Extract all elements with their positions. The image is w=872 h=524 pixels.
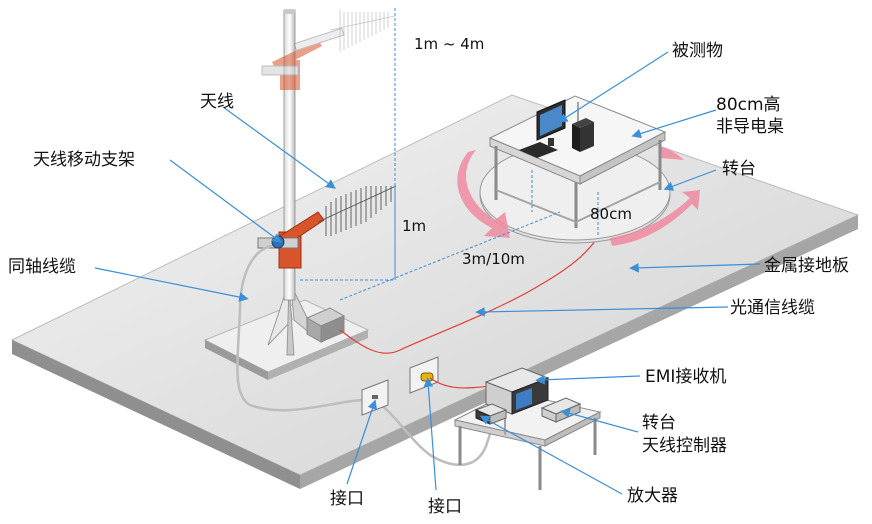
upper-log-periodic-antenna <box>329 10 396 52</box>
label-table-height: 80cm高 <box>716 95 781 115</box>
upper-antenna-carriage <box>261 27 345 90</box>
label-amplifier: 放大器 <box>627 486 678 506</box>
label-eut: 被测物 <box>672 41 723 61</box>
label-fiber-cable: 光通信线缆 <box>730 298 815 318</box>
label-antenna: 天线 <box>200 92 234 112</box>
label-ground-plane: 金属接地板 <box>764 256 849 276</box>
label-antenna-mast: 天线移动支架 <box>33 150 135 170</box>
antenna-preamp-box <box>305 307 346 343</box>
fiber-optic-cable <box>339 234 601 354</box>
dim-antenna-height-range: 1m ~ 4m <box>414 35 484 53</box>
leader-lines <box>94 51 761 495</box>
dim-antenna-min-height: 1m <box>402 217 426 235</box>
label-non-conductive-table: 非导电桌 <box>716 117 784 137</box>
label-turntable: 转台 <box>722 159 756 179</box>
label-port-right: 接口 <box>428 497 462 517</box>
label-emi-receiver: EMI接收机 <box>645 367 726 387</box>
coax-cable <box>236 244 373 412</box>
dimension-lines <box>300 8 599 301</box>
lower-log-periodic-antenna <box>317 185 397 236</box>
eut-computer <box>519 99 594 158</box>
label-coax-cable: 同轴线缆 <box>8 257 76 277</box>
emi-receiver-device <box>484 367 550 415</box>
lower-antenna-carriage <box>257 211 325 269</box>
rotation-arrows <box>457 146 700 246</box>
label-controller-line1: 转台 <box>642 413 676 433</box>
dim-distance: 3m/10m <box>462 250 525 268</box>
dim-table-height: 80cm <box>590 205 632 223</box>
metal-ground-plane <box>10 94 860 489</box>
label-controller-line2: 天线控制器 <box>642 436 727 456</box>
label-port-left: 接口 <box>330 489 364 509</box>
